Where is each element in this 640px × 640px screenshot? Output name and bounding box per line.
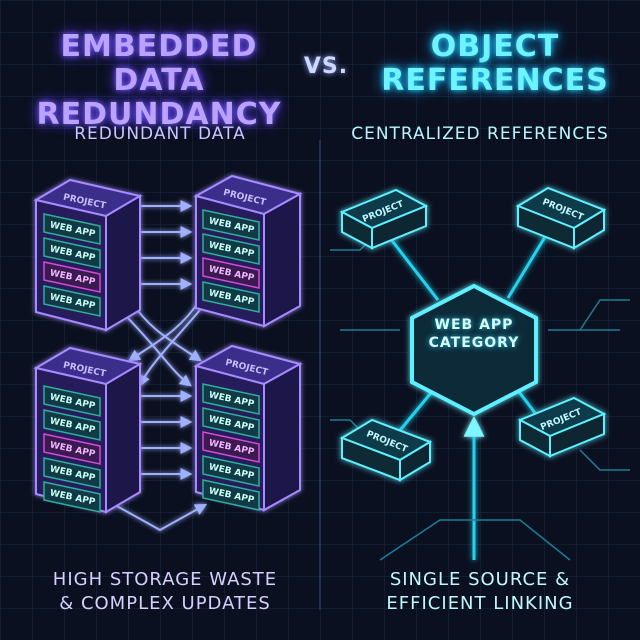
right-title-line1: OBJECT [430, 29, 560, 64]
right-subtitle: CENTRALIZED REFERENCES [351, 124, 609, 144]
web-app-slot [43, 213, 101, 245]
web-app-slot [43, 409, 101, 441]
redundant-link-arrows [103, 200, 208, 532]
hub-label-line1: WEB APP [434, 317, 514, 333]
left-title: EMBEDDED DATA REDUNDANCY [14, 30, 304, 132]
web-app-slot [202, 407, 260, 439]
web-app-slot [202, 455, 260, 487]
project-block-bottom-left [339, 418, 433, 482]
web-app-slot [43, 457, 101, 489]
left-footer-line2: & COMPLEX UPDATES [59, 593, 271, 614]
hub-label-line2: CATEGORY [428, 335, 520, 351]
web-app-slot [202, 209, 260, 241]
left-title-line2: REDUNDANCY [36, 97, 282, 132]
left-title-line1: EMBEDDED DATA [60, 29, 258, 98]
left-subtitle: REDUNDANT DATA [74, 124, 246, 144]
web-app-slot [43, 433, 101, 465]
circuit-traces [330, 229, 630, 561]
left-footer: HIGH STORAGE WASTE & COMPLEX UPDATES [20, 568, 310, 616]
web-app-slot [202, 233, 260, 265]
web-app-slot [43, 237, 101, 269]
web-app-slot [202, 257, 260, 289]
right-footer: SINGLE SOURCE & EFFICIENT LINKING [335, 568, 625, 616]
project-block-bottom-right [517, 396, 607, 458]
web-app-slot [202, 383, 260, 415]
web-app-slot [43, 481, 101, 513]
right-title: OBJECT REFERENCES [360, 30, 630, 98]
web-app-category-hub [410, 283, 538, 417]
web-app-slot [43, 385, 101, 417]
hub-label: WEB APP CATEGORY [414, 316, 534, 352]
project-block-top-right [515, 186, 607, 250]
web-app-slot [202, 281, 260, 313]
right-title-line2: REFERENCES [381, 63, 609, 98]
project-block-top-left [339, 188, 429, 250]
versus-label: VS. [303, 54, 349, 79]
web-app-slot [202, 431, 260, 463]
web-app-slot [202, 479, 260, 511]
web-app-slot [43, 261, 101, 293]
right-footer-line1: SINGLE SOURCE & [389, 569, 571, 590]
left-footer-line1: HIGH STORAGE WASTE [52, 569, 278, 590]
right-footer-line2: EFFICIENT LINKING [386, 593, 574, 614]
web-app-slot [43, 285, 101, 317]
